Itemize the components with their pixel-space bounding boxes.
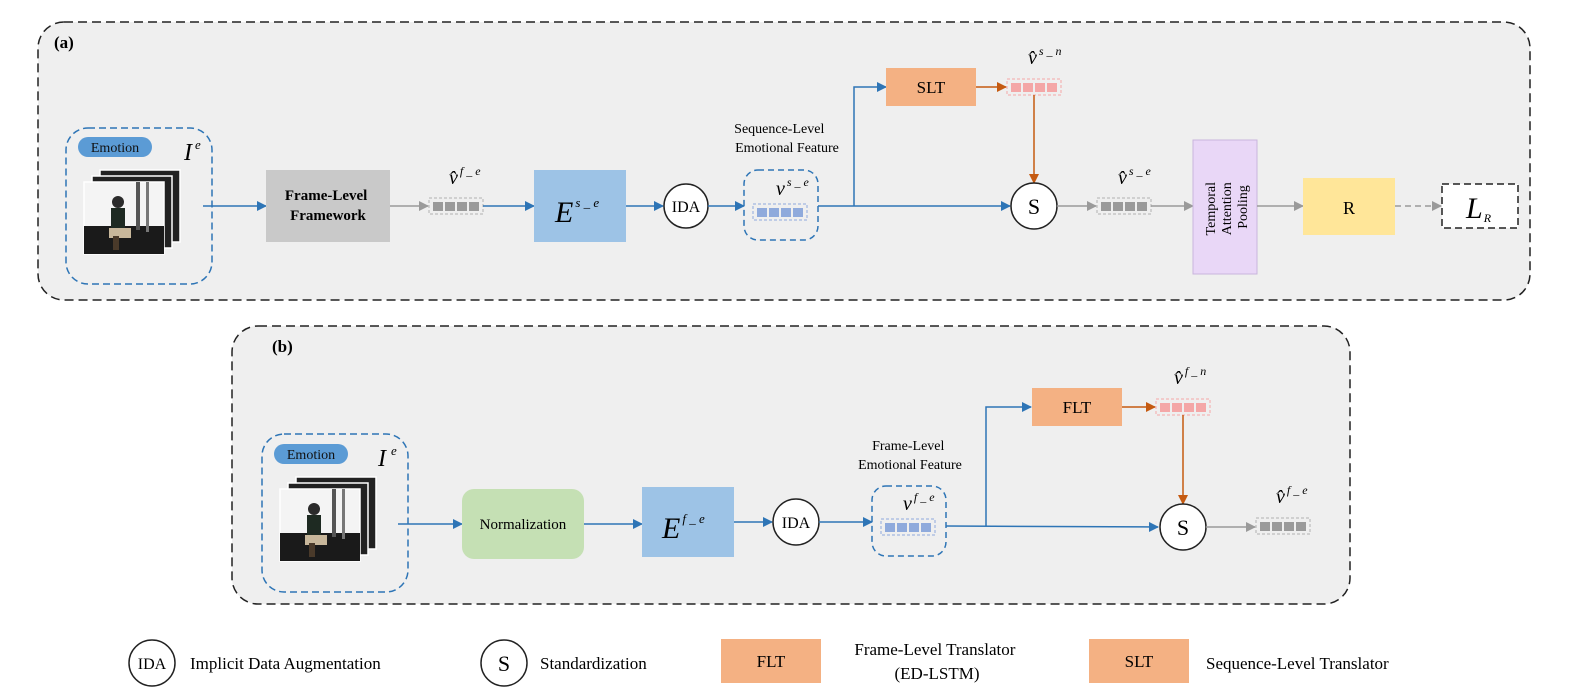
regressor-label: R <box>1343 198 1355 218</box>
v-hat-s-n-label: v̂s _ n <box>1028 44 1062 69</box>
v-hat-s-e-label: v̂s _ e <box>1118 164 1152 189</box>
standardization-label: S <box>1177 515 1189 540</box>
arrow <box>945 521 1159 532</box>
v-hat-f-e-label: v̂f _ e <box>1276 483 1308 508</box>
frame-level-framework-box <box>266 170 390 242</box>
encoder-f-e-box <box>642 487 734 557</box>
legend-slt-box <box>1089 639 1189 683</box>
loss-box <box>1441 183 1519 229</box>
normalization-box <box>462 489 584 559</box>
emotion-badge <box>274 444 348 464</box>
panel-b-input-group <box>261 433 409 593</box>
v-hat-f-e-label: v̂f _ e <box>449 164 481 189</box>
normalization-label: Normalization <box>480 517 567 533</box>
sequence-level-caption: Sequence-Level Emotional Feature <box>734 122 839 156</box>
temporal-attention-pooling-label: Temporal Attention Pooling <box>1204 179 1251 236</box>
temporal-attention-pooling-box <box>1192 139 1258 275</box>
standardization-label: S <box>1028 194 1040 219</box>
ida-label: IDA <box>672 199 701 216</box>
panel-a-border <box>37 21 1531 301</box>
arrow <box>853 82 887 206</box>
slt-label: SLT <box>917 78 946 97</box>
legend-ida-text: Implicit Data Augmentation <box>190 654 381 673</box>
legend-slt-symbol: SLT <box>1125 652 1154 671</box>
v-f-e-group <box>871 485 947 557</box>
frame-level-caption: Frame-Level Emotional Feature <box>858 439 962 473</box>
legend-slt-text: Sequence-Level Translator <box>1206 654 1389 673</box>
legend-flt-text: Frame-Level Translator (ED-LSTM) <box>854 640 1019 683</box>
legend-flt-box <box>721 639 821 683</box>
encoder-s-e-box <box>534 170 626 242</box>
legend-s-symbol: S <box>498 651 510 676</box>
v-s-e-group <box>743 169 819 241</box>
legend-flt-symbol: FLT <box>757 652 786 671</box>
legend-s-text: Standardization <box>540 654 647 673</box>
panel-b-label: (b) <box>272 337 293 356</box>
flt-box <box>1032 388 1122 426</box>
arrow <box>985 402 1032 526</box>
video-frames <box>83 169 181 255</box>
v-hat-f-n-label: v̂f _ n <box>1174 364 1206 389</box>
legend-ida-symbol: IDA <box>138 656 167 673</box>
loss-label: LR <box>1465 192 1492 225</box>
ida-label: IDA <box>782 515 811 532</box>
legend-ida-node <box>128 639 176 687</box>
video-frames <box>279 476 377 562</box>
emotion-badge-label: Emotion <box>287 448 335 463</box>
panel-a-label: (a) <box>54 33 74 52</box>
flt-label: FLT <box>1063 398 1092 417</box>
emotion-badge <box>78 137 152 157</box>
emotion-badge-label: Emotion <box>91 141 139 156</box>
frame-level-framework-label: Frame-Level Framework <box>285 188 371 224</box>
slt-box <box>886 68 976 106</box>
legend-s-node <box>480 639 528 687</box>
regressor-box <box>1303 178 1395 235</box>
